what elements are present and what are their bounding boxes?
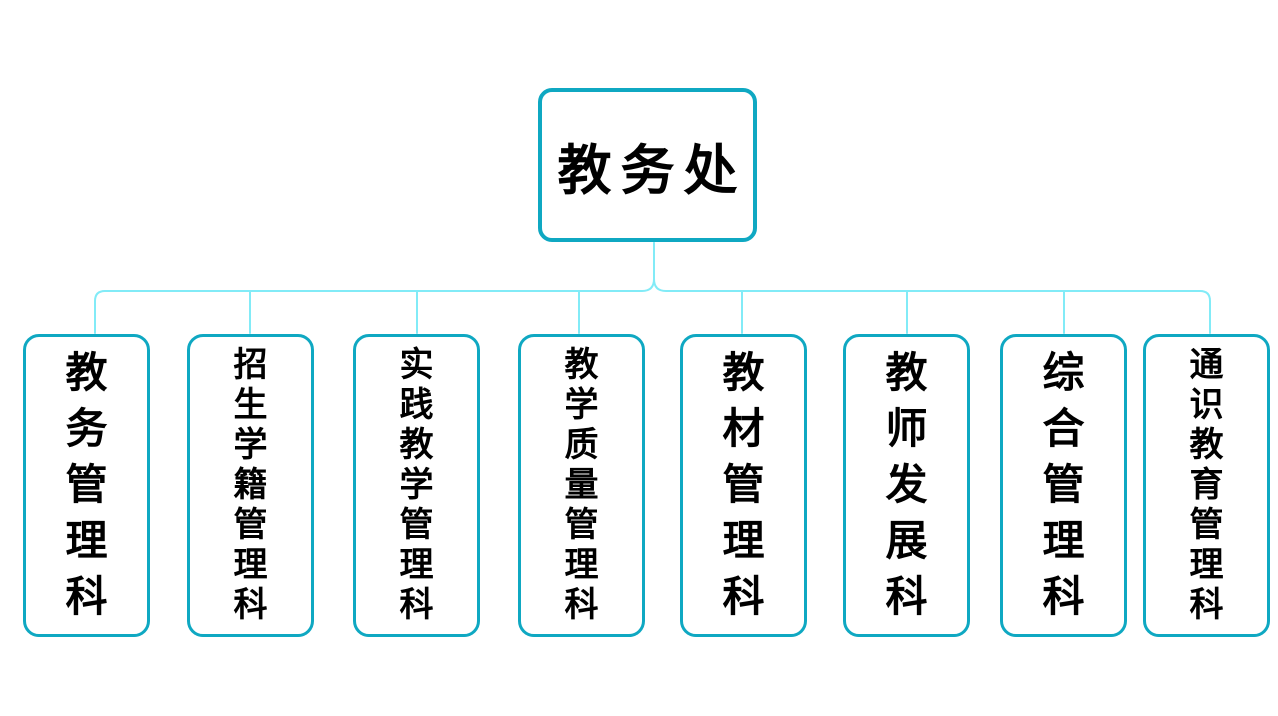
dept-node-label: 实践教学管理科 — [399, 346, 434, 624]
dept-node-shijian-jiaoxue: 实践教学管理科 — [353, 334, 480, 637]
dept-node-zonghe-guanli: 综合管理科 — [1000, 334, 1127, 637]
dept-node-tongshi-jiaoyu: 通识教育管理科 — [1143, 334, 1270, 637]
dept-node-jiaowu-guanli: 教务管理科 — [23, 334, 150, 637]
root-node-label: 教务处 — [557, 140, 747, 201]
dept-node-label: 教师发展科 — [885, 350, 928, 621]
root-node: 教务处 — [538, 88, 757, 242]
dept-node-label: 教材管理科 — [722, 350, 765, 621]
dept-node-label: 教学质量管理科 — [564, 346, 599, 624]
dept-node-label: 招生学籍管理科 — [233, 346, 268, 624]
dept-node-jiaoxue-zhiliang: 教学质量管理科 — [518, 334, 645, 637]
dept-node-label: 综合管理科 — [1042, 350, 1085, 621]
dept-node-label: 教务管理科 — [65, 350, 108, 621]
dept-node-zhaosheng-xueji: 招生学籍管理科 — [187, 334, 314, 637]
dept-node-jiaocai-guanli: 教材管理科 — [680, 334, 807, 637]
connector-path-right — [653, 242, 1211, 334]
dept-node-jiaoshi-fazhan: 教师发展科 — [843, 334, 970, 637]
connector-path-left — [94, 242, 655, 334]
dept-node-label: 通识教育管理科 — [1189, 346, 1224, 624]
